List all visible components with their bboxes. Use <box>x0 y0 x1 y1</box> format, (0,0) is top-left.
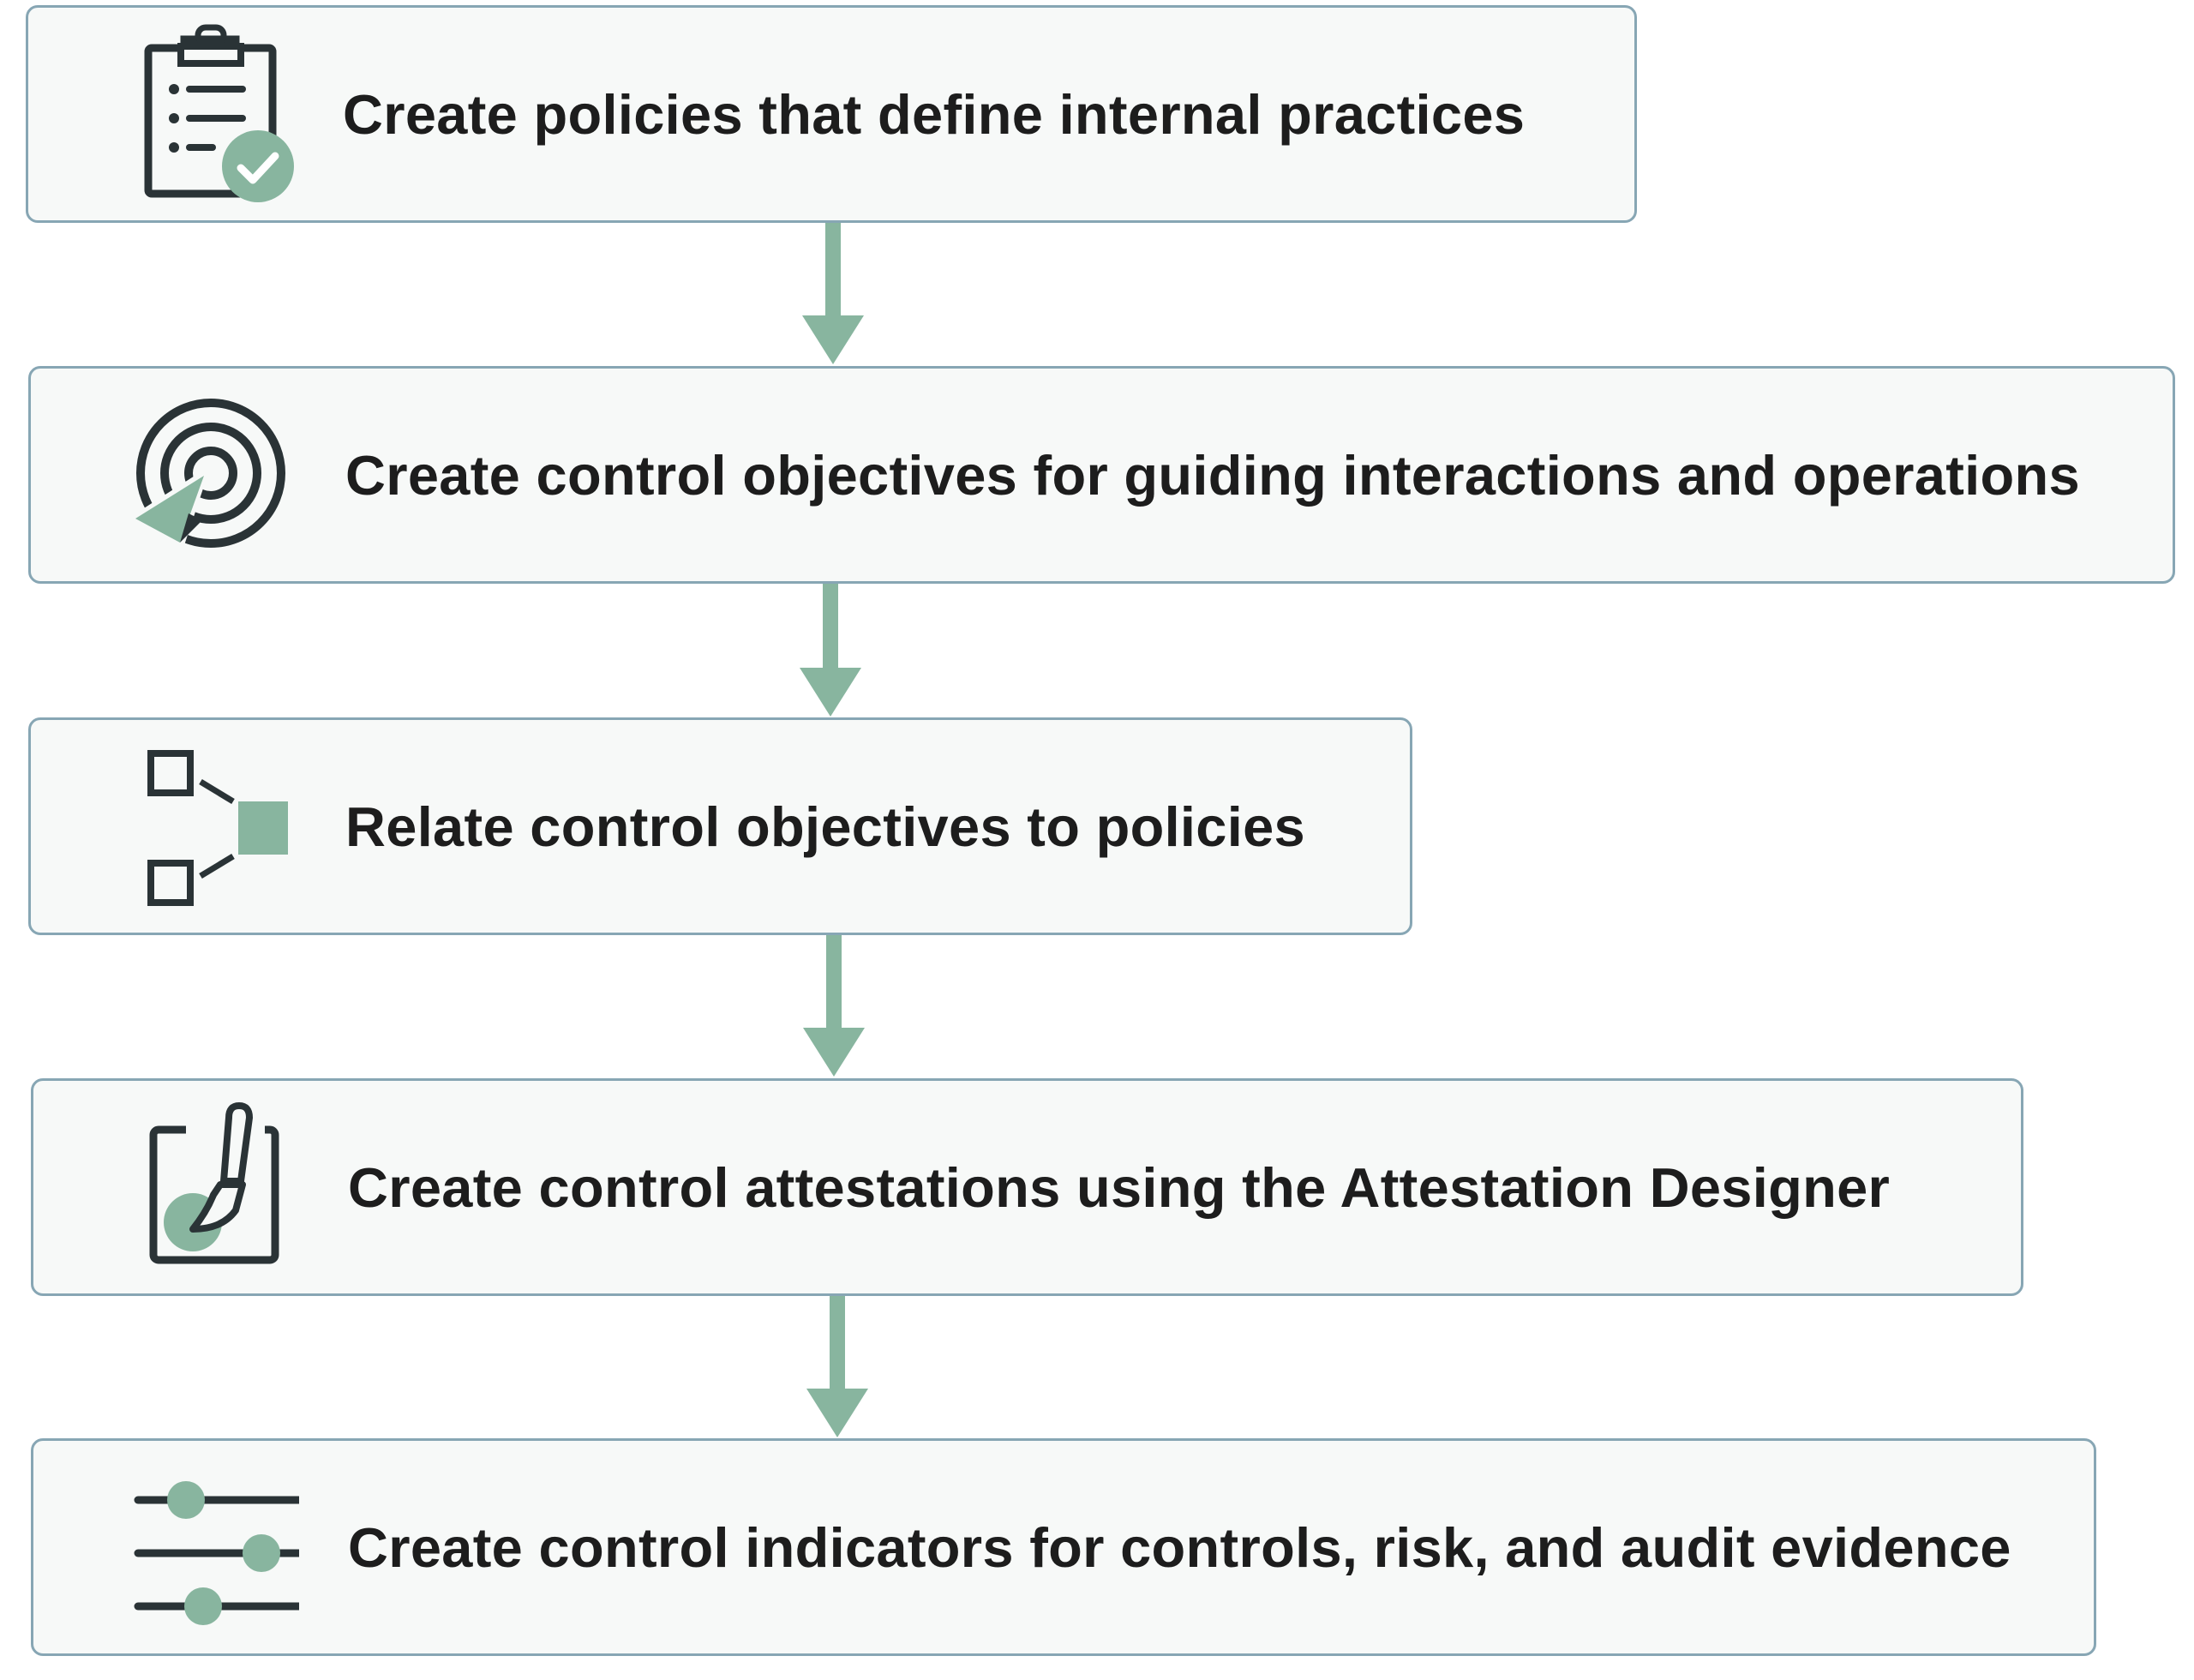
arrow-down-icon <box>800 935 868 1077</box>
step-label: Create policies that define internal pra… <box>343 82 1526 146</box>
design-brush-icon <box>111 1095 299 1284</box>
step-create-control-objectives: Create control objectives for guiding in… <box>28 366 2175 584</box>
step-create-attestations: Create control attestations using the At… <box>31 1078 2023 1296</box>
step-relate-objectives: Relate control objectives to policies <box>28 717 1412 935</box>
arrow-down-icon <box>796 584 865 717</box>
sliders-icon <box>111 1455 299 1644</box>
step-label: Create control indicators for controls, … <box>348 1515 2011 1579</box>
clipboard-check-icon <box>105 22 294 211</box>
target-arrow-icon <box>108 383 297 572</box>
arrow-down-icon <box>799 223 867 364</box>
relate-boxes-icon <box>108 735 297 923</box>
step-label: Create control objectives for guiding in… <box>345 443 2080 507</box>
step-create-policies: Create policies that define internal pra… <box>26 5 1637 223</box>
arrow-down-icon <box>803 1296 872 1437</box>
step-label: Create control attestations using the At… <box>348 1155 1891 1219</box>
step-label: Relate control objectives to policies <box>345 795 1306 858</box>
step-create-indicators: Create control indicators for controls, … <box>31 1438 2096 1656</box>
